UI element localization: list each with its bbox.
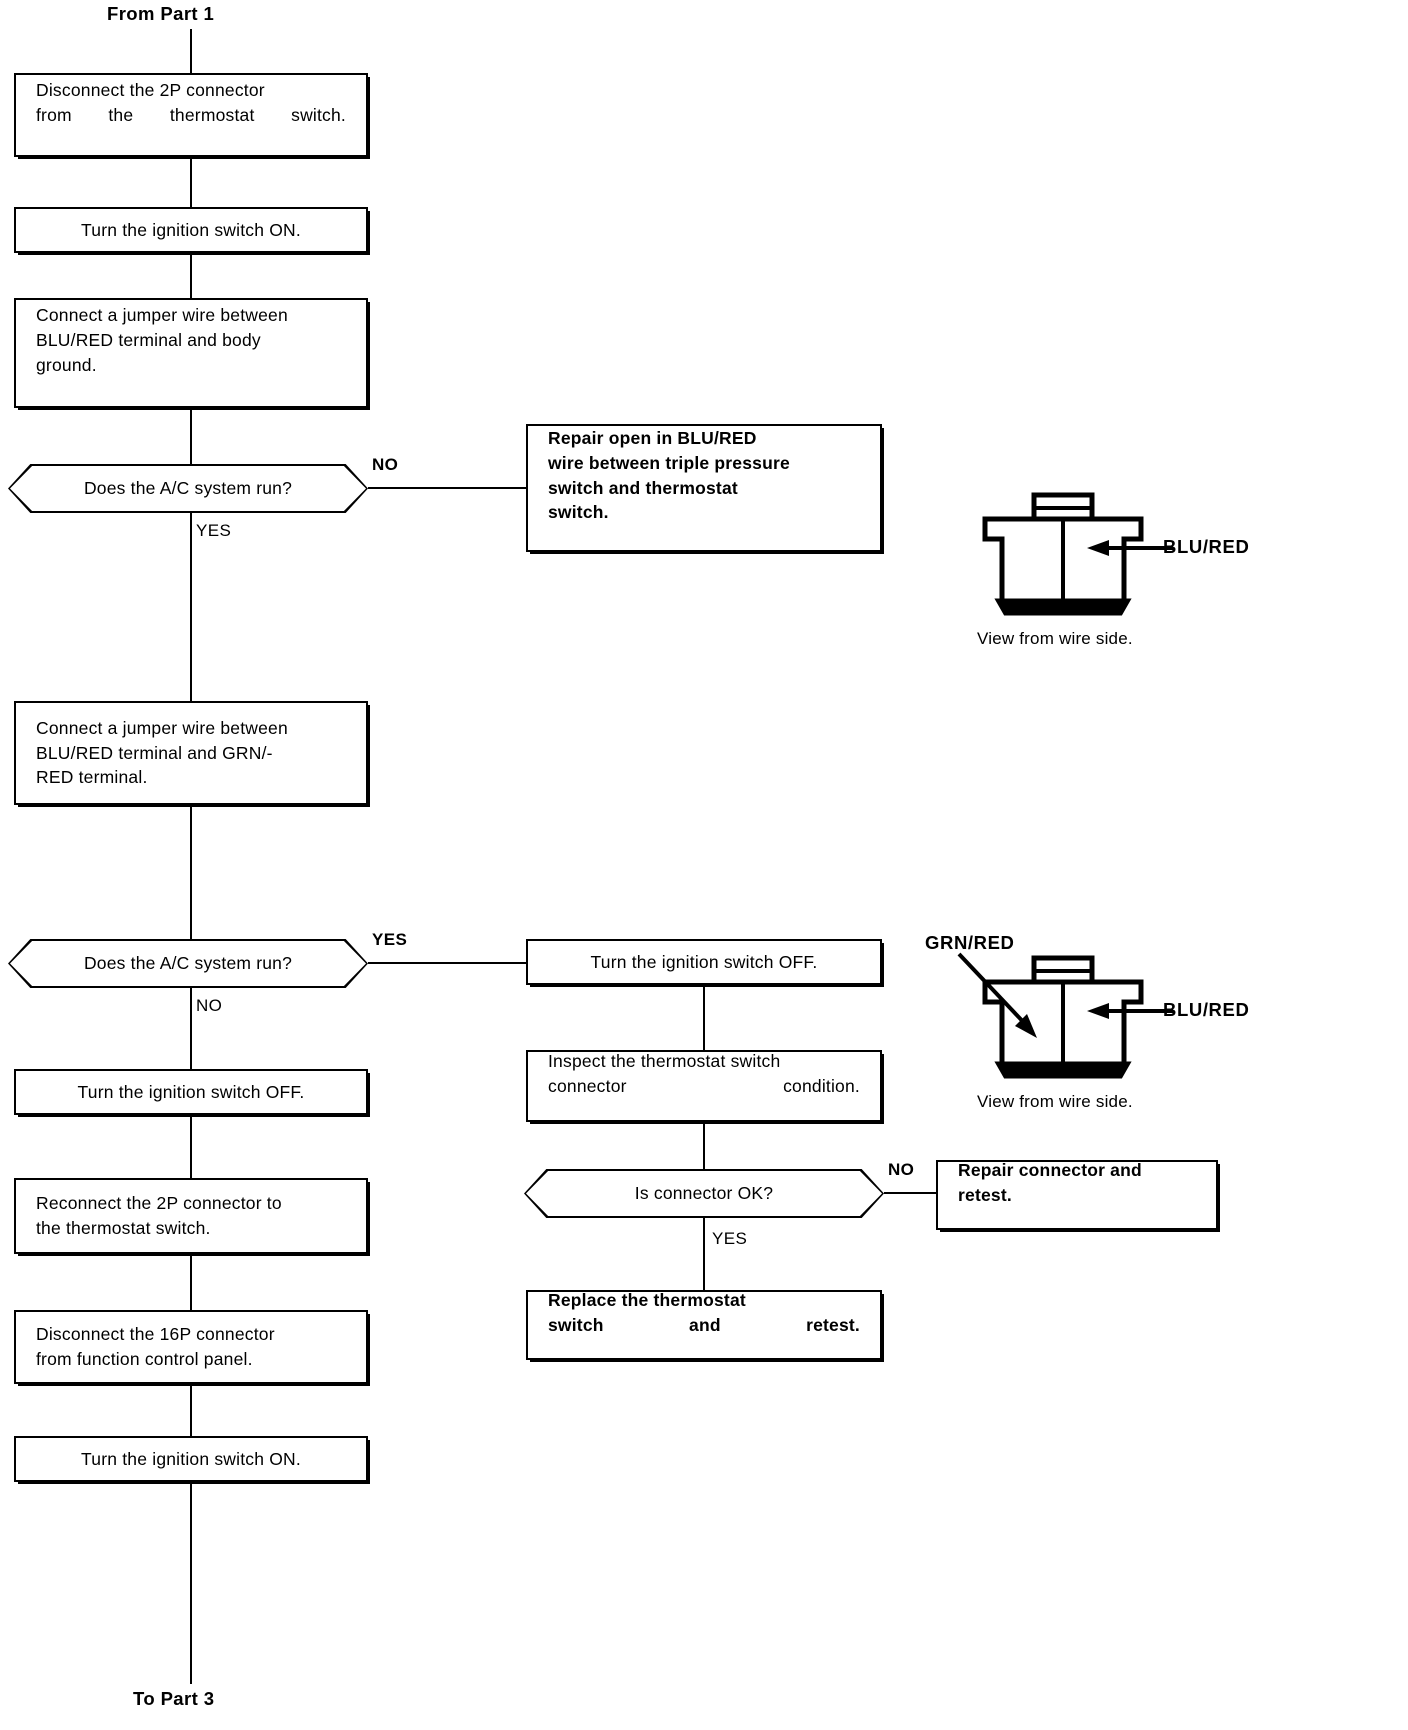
decision-1-no-label: NO	[372, 455, 399, 474]
connector-line-7	[190, 1115, 192, 1178]
connector-line-m2	[703, 1122, 705, 1169]
step-inspect-connector-text: Inspect the thermostat switch connector …	[548, 1050, 860, 1096]
step-reconnect-2p-connector: Reconnect the 2P connector to the thermo…	[14, 1178, 368, 1254]
action-replace-thermostat-switch: Replace the thermostat switch and retest…	[526, 1290, 882, 1360]
step-ignition-on-1-text: Turn the ignition switch ON.	[81, 219, 301, 240]
from-part-1-label: From Part 1	[107, 3, 215, 24]
step-jumper-grn-red-text: Connect a jumper wire between BLU/RED te…	[36, 717, 288, 788]
step-disconnect-2p-connector-text: Disconnect the 2P connector from the the…	[36, 79, 346, 125]
connector-line-10	[190, 1482, 192, 1684]
step-reconnect-2p-connector-text: Reconnect the 2P connector to the thermo…	[36, 1193, 282, 1238]
decision-connector-yes-label: YES	[712, 1229, 748, 1248]
connector-line-m3	[703, 1218, 705, 1290]
to-part-3-label: To Part 3	[133, 1688, 215, 1709]
connector-illustration-2p-bottom	[975, 955, 1175, 1085]
step-ignition-off-middle: Turn the ignition switch OFF.	[526, 939, 882, 985]
connector-line-9	[190, 1384, 192, 1436]
decision-is-connector-ok-text: Is connector OK?	[634, 1183, 774, 1203]
connector-line-5	[190, 805, 192, 939]
caption-view-from-wire-side-top: View from wire side.	[977, 629, 1133, 648]
step-disconnect-16p-connector: Disconnect the 16P connector from functi…	[14, 1310, 368, 1384]
arrow-grn-red-bottom	[957, 952, 1037, 1038]
step-inspect-connector: Inspect the thermostat switch connector …	[526, 1050, 882, 1122]
step-ignition-off-middle-text: Turn the ignition switch OFF.	[590, 951, 818, 972]
connector-line-2	[190, 253, 192, 298]
connector-illustration-2p-top	[975, 492, 1175, 622]
step-disconnect-16p-connector-text: Disconnect the 16P connector from functi…	[36, 1324, 275, 1369]
decision-2-yes-label: YES	[372, 930, 408, 949]
step-jumper-grn-red: Connect a jumper wire between BLU/RED te…	[14, 701, 368, 805]
connector-2p-bottom-svg	[982, 955, 1144, 1079]
decision-ac-system-run-2-text: Does the A/C system run?	[83, 953, 293, 973]
step-ignition-on-2-text: Turn the ignition switch ON.	[81, 1448, 301, 1469]
arrow-blu-red-bottom	[1087, 1003, 1173, 1019]
wire-label-grn-red-bottom: GRN/RED	[925, 932, 1015, 953]
arrow-blu-red-top	[1087, 540, 1173, 556]
decision-ac-system-run-1: Does the A/C system run?	[8, 464, 368, 513]
step-ignition-on-2: Turn the ignition switch ON.	[14, 1436, 368, 1482]
step-disconnect-2p-connector: Disconnect the 2P connector from the the…	[14, 73, 368, 157]
decision-ac-system-run-2: Does the A/C system run?	[8, 939, 368, 988]
connector-line-m1	[703, 985, 705, 1050]
step-jumper-body-ground-text: Connect a jumper wire between BLU/RED te…	[36, 305, 288, 375]
wire-label-blu-red-bottom: BLU/RED	[1163, 999, 1250, 1020]
connector-line-8	[190, 1254, 192, 1310]
action-repair-open-blu-red: Repair open in BLU/RED wire between trip…	[526, 424, 882, 552]
branch-line-no-connector	[884, 1192, 936, 1194]
connector-line-1	[190, 157, 192, 207]
connector-line-intro	[190, 29, 192, 73]
connector-2p-top-svg	[982, 492, 1144, 616]
caption-view-from-wire-side-bottom: View from wire side.	[977, 1092, 1133, 1111]
action-repair-connector-retest: Repair connector and retest.	[936, 1160, 1218, 1230]
decision-ac-system-run-1-text: Does the A/C system run?	[83, 478, 293, 498]
decision-2-no-label: NO	[196, 996, 223, 1015]
wire-label-blu-red-top: BLU/RED	[1163, 536, 1250, 557]
decision-1-yes-label: YES	[196, 521, 232, 540]
connector-line-6	[190, 988, 192, 1069]
step-ignition-off-left-text: Turn the ignition switch OFF.	[77, 1081, 305, 1102]
branch-line-yes-2	[368, 962, 528, 964]
connector-line-4	[190, 513, 192, 701]
decision-connector-no-label: NO	[888, 1160, 915, 1179]
action-repair-connector-retest-text: Repair connector and retest.	[958, 1159, 1142, 1205]
step-ignition-off-left: Turn the ignition switch OFF.	[14, 1069, 368, 1115]
decision-is-connector-ok: Is connector OK?	[524, 1169, 884, 1218]
action-replace-thermostat-switch-text: Replace the thermostat switch and retest…	[548, 1289, 860, 1335]
step-ignition-on-1: Turn the ignition switch ON.	[14, 207, 368, 253]
action-repair-open-blu-red-text: Repair open in BLU/RED wire between trip…	[548, 427, 790, 523]
step-jumper-body-ground: Connect a jumper wire between BLU/RED te…	[14, 298, 368, 408]
branch-line-no-1	[368, 487, 528, 489]
connector-line-3	[190, 408, 192, 464]
